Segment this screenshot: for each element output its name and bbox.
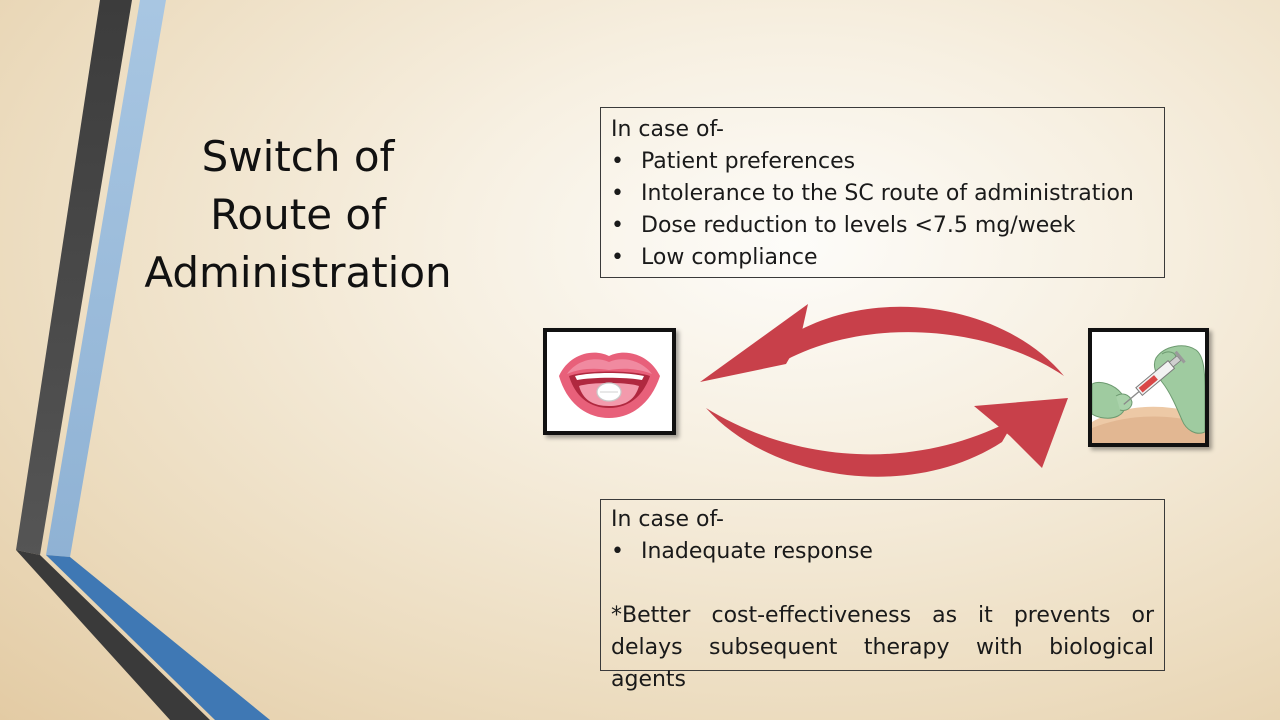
switch-arrows [700,304,1068,477]
list-item: • Low compliance [611,242,1154,274]
list-item-text: Intolerance to the SC route of administr… [641,181,1134,206]
top-criteria-box: In case of- • Patient preferences • Intole… [600,107,1165,278]
stripe-dark-lower [16,550,210,720]
bullet: • [611,213,624,238]
stripe-blue-lower [46,555,270,720]
stripe-light-upper [46,0,166,557]
arrow-to-injection [706,398,1068,477]
list-item: • Intolerance to the SC route of administ… [611,178,1154,210]
bottom-box-heading: In case of- [611,507,724,532]
top-box-heading: In case of- [611,117,724,142]
list-item-text: Low compliance [641,245,818,270]
list-item: • Dose reduction to levels <7.5 mg/week [611,210,1154,242]
list-item: • Patient preferences [611,146,1154,178]
cost-effectiveness-note: *Better cost-effectiveness as it prevent… [611,603,1154,692]
bottom-criteria-list: • Inadequate response [611,536,1154,568]
injection-icon [1092,332,1205,443]
stripe-dark-upper [16,0,132,555]
subcutaneous-route-image [1088,328,1209,447]
list-item-text: Dose reduction to levels <7.5 mg/week [641,213,1076,238]
title-line-1: Switch of [201,132,395,181]
list-item-text: Inadequate response [641,539,873,564]
spacer [611,568,1154,600]
title-line-2: Route of [210,190,386,239]
oral-route-image [543,328,676,435]
bullet: • [611,181,624,206]
bullet: • [611,149,624,174]
arrow-to-oral [700,304,1064,382]
title-line-3: Administration [144,248,452,297]
mouth-tablet-icon [547,332,672,431]
top-criteria-list: • Patient preferences • Intolerance to the… [611,146,1154,274]
bullet: • [611,245,624,270]
list-item: • Inadequate response [611,536,1154,568]
bottom-criteria-box: In case of- • Inadequate response *Better… [600,499,1165,692]
bullet: • [611,539,624,564]
slide-title: Switch of Route of Administration [118,128,478,302]
list-item-text: Patient preferences [641,149,856,174]
